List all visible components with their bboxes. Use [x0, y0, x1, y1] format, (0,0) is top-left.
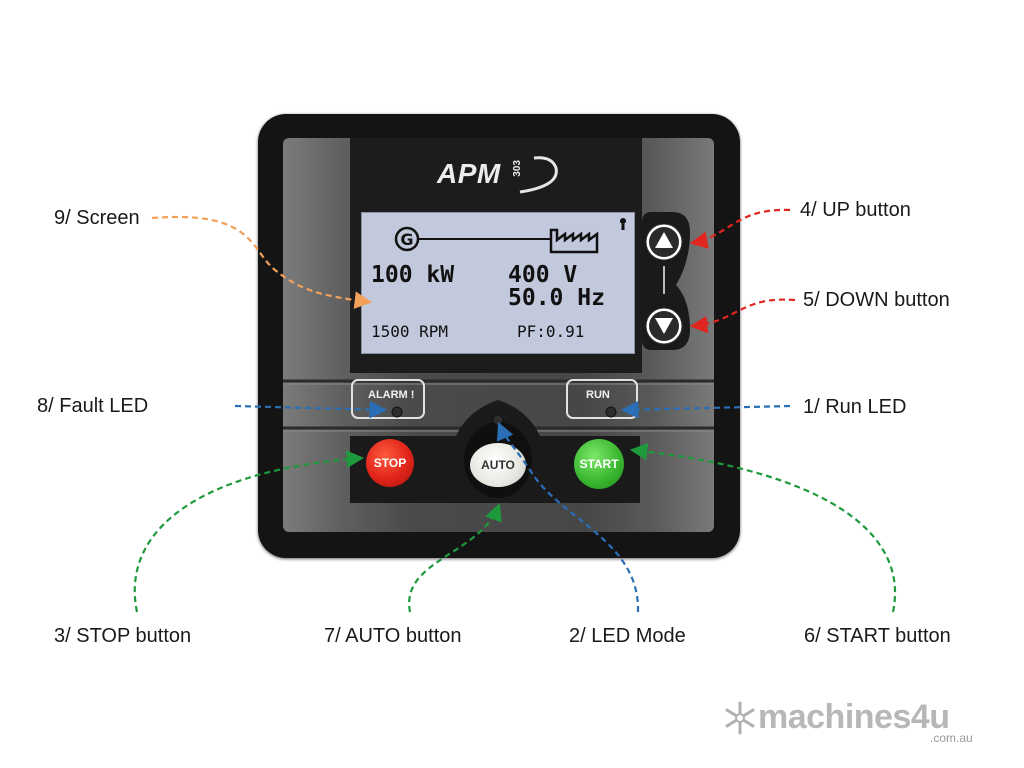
- run-led-callout-arrow: [620, 400, 791, 419]
- nav-buttons: [645, 223, 683, 345]
- start-button-label: START: [579, 457, 619, 471]
- alarm-label-box: [351, 379, 425, 419]
- up-callout-arrow: [689, 208, 791, 249]
- alarm-indicator-icon: [620, 218, 626, 230]
- watermark-name: machines4u: [758, 698, 950, 736]
- fault-led-callout-arrow: [234, 400, 388, 419]
- run-label: RUN: [586, 389, 610, 401]
- auto-button-label: AUTO: [481, 458, 515, 472]
- down-arrow-icon: [655, 318, 673, 334]
- down-button[interactable]: [645, 307, 683, 345]
- lcd-rpm-readout: 1500 RPM: [371, 322, 449, 341]
- start-button[interactable]: START: [574, 439, 624, 489]
- up-button[interactable]: [645, 223, 683, 261]
- down-button-callout-label: 5/ DOWN button: [803, 289, 950, 311]
- watermark-domain: .com.au: [930, 731, 973, 745]
- auto-button-callout-label: 7/ AUTO button: [324, 625, 462, 647]
- brand-logo: APM: [437, 158, 501, 189]
- factory-load-icon: [549, 228, 599, 254]
- stop-button-callout-label: 3/ STOP button: [54, 625, 192, 647]
- start-button-callout-label: 6/ START button: [804, 625, 951, 647]
- lcd-voltage-readout: 400 V: [508, 262, 578, 288]
- generator-symbol: G: [400, 230, 413, 249]
- stop-button-label: STOP: [373, 456, 407, 470]
- auto-button[interactable]: AUTO: [470, 443, 526, 487]
- run-led: [605, 406, 617, 418]
- lcd-pf-readout: PF:0.91: [517, 322, 585, 341]
- down-callout-arrow: [689, 298, 796, 334]
- stop-button[interactable]: STOP: [366, 439, 414, 487]
- stop-callout-arrow: [133, 450, 365, 613]
- run-label-box: [566, 379, 638, 419]
- alarm-led: [391, 406, 403, 418]
- auto-callout-arrow: [408, 502, 502, 613]
- lcd-frequency-readout: 50.0 Hz: [508, 285, 605, 311]
- up-arrow-icon: [655, 232, 673, 248]
- machines4u-logo-icon: [725, 701, 755, 735]
- alarm-label: ALARM !: [368, 389, 415, 401]
- led-mode-callout-label: 2/ LED Mode: [569, 625, 686, 647]
- screen-callout-arrow: [151, 215, 373, 309]
- fault-led-callout-label: 8/ Fault LED: [37, 395, 149, 417]
- run-led-callout-label: 1/ Run LED: [803, 396, 907, 418]
- up-button-callout-label: 4/ UP button: [800, 199, 911, 221]
- screen-callout-label: 9/ Screen: [54, 207, 140, 229]
- lcd-power-readout: 100 kW: [371, 262, 455, 288]
- lcd-graphics: G: [394, 218, 626, 254]
- led-mode-callout-arrow: [496, 421, 640, 613]
- logo-swoosh: [519, 156, 558, 194]
- start-callout-arrow: [629, 442, 896, 613]
